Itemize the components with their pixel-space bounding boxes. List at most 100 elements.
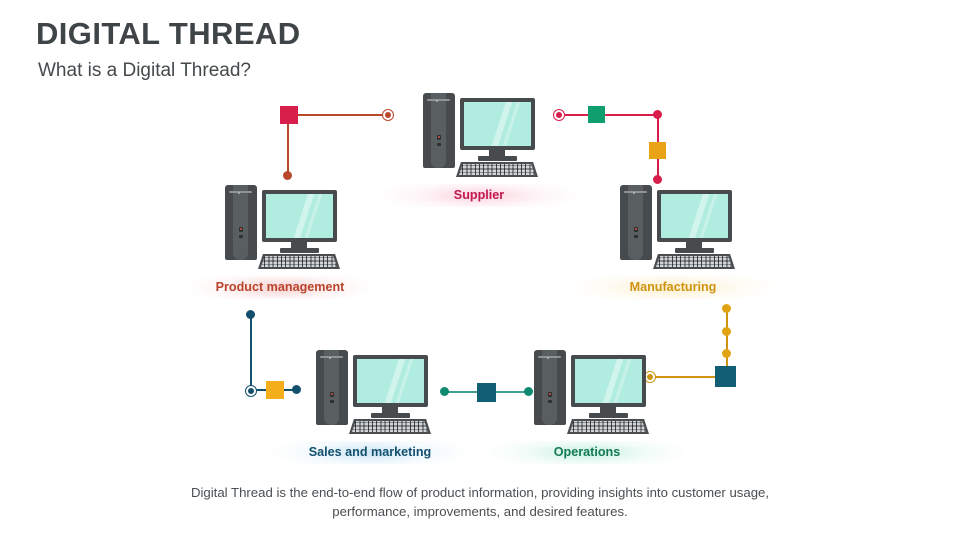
connector-square-orange — [266, 381, 284, 399]
node-manufacturing[interactable]: Manufacturing — [553, 182, 793, 299]
computer-icon — [313, 347, 431, 435]
connector-dot — [653, 175, 662, 184]
node-label-manufacturing: Manufacturing — [553, 276, 793, 299]
connector-line-horizontal — [652, 376, 730, 378]
tower-inner — [324, 350, 339, 425]
monitor-icon — [353, 355, 428, 407]
keyboard-keys — [656, 256, 732, 267]
computer-icon — [222, 182, 340, 270]
tower-inner — [628, 185, 643, 260]
connector-line-vertical — [250, 314, 252, 390]
monitor-stand-base — [675, 248, 714, 253]
tower-led-icon — [329, 357, 331, 359]
keyboard-icon — [258, 254, 340, 269]
reset-button-icon — [548, 400, 552, 403]
monitor-icon — [460, 98, 535, 150]
node-label-operations: Operations — [467, 441, 707, 464]
tower-icon — [534, 350, 566, 425]
monitor-stand-neck — [489, 150, 505, 157]
screen — [266, 194, 333, 238]
connector-line-vertical — [726, 308, 728, 386]
screen — [464, 102, 531, 146]
tower-slot-icon — [538, 356, 561, 358]
connector-line-horizontal — [562, 114, 660, 116]
reset-button-icon — [239, 235, 243, 238]
page-title: DIGITAL THREAD — [36, 16, 301, 51]
node-label-product-management: Product management — [160, 276, 400, 299]
connector-square-crimson — [280, 106, 298, 124]
keyboard-keys — [261, 256, 337, 267]
node-label-supplier: Supplier — [359, 184, 599, 207]
connector-square-green — [588, 106, 605, 123]
page-subtitle: What is a Digital Thread? — [38, 60, 251, 81]
connector-dot — [524, 387, 533, 396]
connector-donut-endpoint — [245, 385, 257, 397]
monitor-icon — [657, 190, 732, 242]
monitor-stand-base — [478, 156, 517, 161]
tower-slot-icon — [427, 99, 450, 101]
tower-slot-icon — [229, 191, 252, 193]
connector-donut-endpoint — [382, 109, 394, 121]
power-button-icon — [634, 227, 638, 232]
tower-icon — [225, 185, 257, 260]
keyboard-icon — [567, 419, 649, 434]
tower-led-icon — [633, 192, 635, 194]
connector-dot — [283, 171, 292, 180]
connector-dot — [653, 110, 662, 119]
tower-icon — [423, 93, 455, 168]
monitor-stand-base — [280, 248, 319, 253]
node-supplier[interactable]: Supplier — [359, 90, 599, 207]
tower-led-icon — [436, 100, 438, 102]
tower-inner — [542, 350, 557, 425]
connector-line-horizontal — [290, 114, 387, 116]
monitor-stand-base — [589, 413, 628, 418]
screen — [661, 194, 728, 238]
keyboard-keys — [570, 421, 646, 432]
node-label-sales-and-marketing: Sales and marketing — [250, 441, 490, 464]
monitor-stand-neck — [291, 242, 307, 249]
power-button-icon — [437, 135, 441, 140]
tower-inner — [233, 185, 248, 260]
keyboard-keys — [459, 164, 535, 175]
footer-description: Digital Thread is the end-to-end flow of… — [190, 485, 770, 519]
power-button-icon — [239, 227, 243, 232]
screen — [357, 359, 424, 403]
connector-dot — [722, 349, 731, 358]
connector-dot — [246, 310, 255, 319]
connector-square-teal — [477, 383, 496, 402]
connector-square-orange — [649, 142, 666, 159]
computer-icon — [420, 90, 538, 178]
node-product-management[interactable]: Product management — [160, 182, 400, 299]
connector-donut-endpoint — [553, 109, 565, 121]
connector-dot — [722, 327, 731, 336]
tower-icon — [316, 350, 348, 425]
tower-led-icon — [547, 357, 549, 359]
reset-button-icon — [634, 235, 638, 238]
power-button-icon — [548, 392, 552, 397]
keyboard-icon — [653, 254, 735, 269]
tower-slot-icon — [320, 356, 343, 358]
connector-line-vertical — [287, 114, 289, 176]
monitor-icon — [262, 190, 337, 242]
monitor-stand-base — [371, 413, 410, 418]
keyboard-icon — [349, 419, 431, 434]
computer-icon — [617, 182, 735, 270]
connector-dot — [722, 304, 731, 313]
keyboard-keys — [352, 421, 428, 432]
computer-icon — [531, 347, 649, 435]
connector-square-teal — [715, 366, 736, 387]
monitor-stand-neck — [600, 407, 616, 414]
node-sales-and-marketing[interactable]: Sales and marketing — [250, 347, 490, 464]
tower-led-icon — [238, 192, 240, 194]
tower-inner — [431, 93, 446, 168]
monitor-icon — [571, 355, 646, 407]
monitor-stand-neck — [382, 407, 398, 414]
tower-icon — [620, 185, 652, 260]
connector-dot — [440, 387, 449, 396]
node-operations[interactable]: Operations — [467, 347, 707, 464]
screen — [575, 359, 642, 403]
tower-slot-icon — [624, 191, 647, 193]
power-button-icon — [330, 392, 334, 397]
keyboard-icon — [456, 162, 538, 177]
